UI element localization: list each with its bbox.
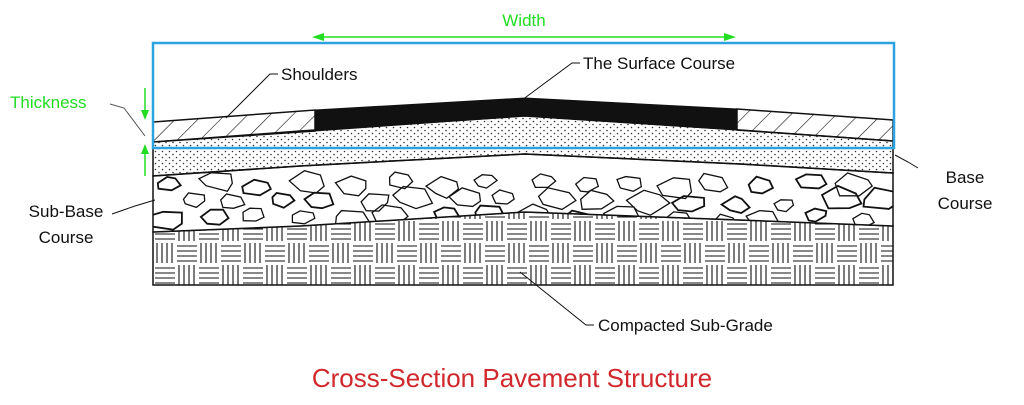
aggregate-stone [719, 195, 751, 214]
aggregate-stones [153, 169, 893, 232]
aggregate-stone [219, 193, 246, 209]
label-subbase-course-line2: Course [39, 228, 94, 247]
leader-subgrade [519, 271, 594, 326]
subbase-layer [152, 153, 894, 233]
leader-base [894, 154, 919, 169]
width-frame [151, 41, 896, 150]
aggregate-stone [834, 172, 874, 197]
leader-surface [521, 62, 580, 101]
aggregate-stone [794, 173, 828, 190]
aggregate-stone [424, 175, 460, 200]
thickness-dimension: Thickness [10, 88, 149, 176]
leader-subbase [111, 199, 156, 215]
aggregate-stone [670, 195, 706, 213]
aggregate-stone [197, 172, 233, 192]
label-base-course-line2: Course [938, 194, 993, 213]
aggregate-stone [820, 184, 863, 210]
aggregate-stone [334, 175, 367, 197]
aggregate-stone [656, 177, 693, 200]
aggregate-stone [156, 176, 183, 192]
aggregate-stone [698, 172, 729, 193]
aggregate-stone [537, 187, 577, 211]
aggregate-stone [804, 207, 828, 223]
aggregate-stone [182, 192, 206, 209]
label-base-course-line1: Base [946, 168, 985, 187]
aggregate-stone [153, 210, 183, 231]
width-dimension: Width [312, 11, 736, 41]
aggregate-stone [862, 186, 893, 210]
aggregate-stone [241, 178, 272, 197]
aggregate-stone [580, 189, 615, 210]
label-surface-course: The Surface Course [583, 54, 735, 73]
aggregate-stone [291, 210, 316, 225]
aggregate-stone [447, 187, 482, 208]
leader-shoulders [225, 73, 278, 119]
aggregate-stone [773, 199, 795, 213]
thickness-label: Thickness [10, 93, 87, 112]
diagram-caption: Cross-Section Pavement Structure [312, 363, 712, 393]
aggregate-stone [616, 175, 643, 192]
aggregate-stone [199, 208, 230, 226]
label-subgrade: Compacted Sub-Grade [598, 316, 773, 335]
aggregate-stone [242, 207, 265, 222]
aggregate-stone [271, 192, 296, 209]
aggregate-stone [491, 189, 515, 205]
width-label: Width [502, 11, 545, 30]
aggregate-stone [388, 171, 414, 190]
label-subbase-course-line1: Sub-Base [29, 202, 104, 221]
aggregate-stone [391, 185, 434, 210]
aggregate-stone [473, 174, 499, 189]
aggregate-stone [303, 191, 335, 210]
aggregate-stone [747, 175, 775, 195]
leader-lines [111, 62, 919, 326]
aggregate-stone [360, 193, 390, 212]
label-shoulders: Shoulders [281, 65, 358, 84]
aggregate-stone [625, 189, 671, 216]
aggregate-stone [574, 176, 600, 193]
